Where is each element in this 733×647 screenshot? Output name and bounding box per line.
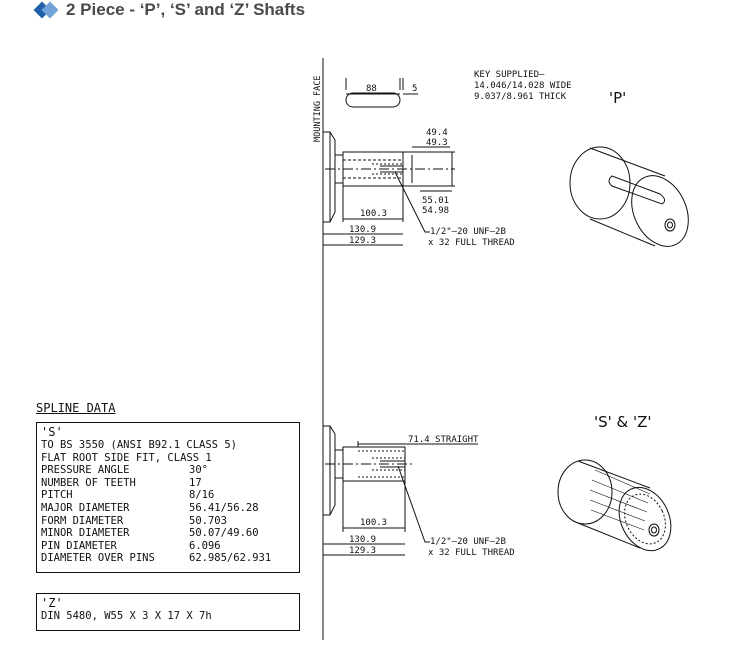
s-dim-total-a: 130.9 — [349, 535, 376, 545]
p-iso-key — [608, 175, 666, 205]
spline-data-title: SPLINE DATA — [36, 401, 116, 415]
p-dim-key-length: 88 — [366, 84, 377, 94]
z-spline-box: 'Z' DIN 5480, W55 X 3 X 17 X 7h — [36, 593, 300, 631]
s-thread-1: 1/2"—20 UNF—2B — [430, 537, 506, 547]
s-flange — [323, 425, 336, 516]
page-title: 2 Piece - ‘P’, ‘S’ and ‘Z’ Shafts — [66, 0, 306, 19]
p-dim-dia-1b: 49.3 — [426, 138, 448, 148]
p-key — [345, 92, 401, 108]
p-key-note-3: 9.037/8.961 THICK — [474, 92, 567, 102]
sz-iso-back — [557, 459, 613, 525]
s-dim-shaft-len: 100.3 — [360, 518, 387, 528]
s-dim-total-b: 129.3 — [349, 546, 376, 556]
p-label: 'P' — [609, 89, 626, 107]
p-key-note-1: KEY SUPPLIED— — [474, 70, 545, 80]
page-header: 2 Piece - ‘P’, ‘S’ and ‘Z’ Shafts — [33, 0, 306, 20]
p-key-note-2: 14.046/14.028 WIDE — [474, 81, 572, 91]
p-dim-dia-1a: 49.4 — [426, 128, 448, 138]
z-box-heading: 'Z' — [41, 596, 63, 610]
p-dim-total-b: 129.3 — [349, 236, 376, 246]
s-dim-straight: 71.4 STRAIGHT — [408, 435, 479, 445]
p-dim-total-a: 130.9 — [349, 225, 376, 235]
p-iso-front — [631, 175, 689, 247]
p-thread-2: x 32 FULL THREAD — [428, 238, 515, 248]
p-dim-key-offset: 5 — [412, 84, 417, 94]
p-dim-shaft-len: 100.3 — [360, 209, 387, 219]
p-dim-dia-2b: 54.98 — [422, 206, 449, 216]
s-box-heading: 'S' — [41, 425, 63, 439]
sz-iso-front — [618, 486, 672, 552]
s-spline-box: 'S' TO BS 3550 (ANSI B92.1 CLASS 5) FLAT… — [36, 422, 300, 573]
s-box-line: TO BS 3550 (ANSI B92.1 CLASS 5) — [41, 439, 237, 451]
p-flange — [323, 131, 336, 223]
mounting-face-label: MOUNTING FACE — [313, 75, 323, 142]
s-box-line: FLAT ROOT SIDE FIT, CLASS 1 — [41, 451, 212, 464]
p-iso-back — [569, 146, 631, 220]
z-box-line: DIN 5480, W55 X 3 X 17 X 7h — [41, 610, 212, 622]
sz-label: 'S' & 'Z' — [594, 413, 652, 431]
p-thread-1: 1/2"—20 UNF—2B — [430, 227, 506, 237]
p-dim-dia-2a: 55.01 — [422, 196, 449, 206]
s-thread-2: x 32 FULL THREAD — [428, 548, 515, 558]
